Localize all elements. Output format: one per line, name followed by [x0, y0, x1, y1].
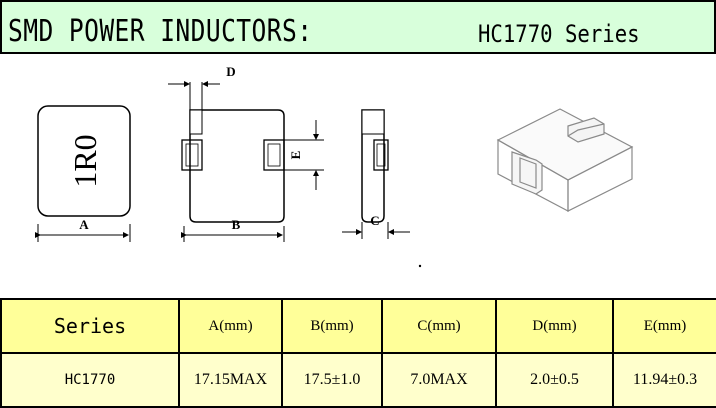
dim-label-e: E: [288, 151, 303, 160]
isometric-view: [496, 108, 634, 212]
cell-b: 17.5±1.0: [281, 352, 383, 408]
front-view: D E B: [168, 64, 324, 242]
dim-label-a: A: [79, 217, 89, 232]
header-cell-b: B(mm): [281, 298, 383, 354]
dim-label-c: C: [370, 213, 379, 228]
side-view: C: [342, 109, 422, 268]
dimension-drawing: 1R0 A D E: [35, 64, 634, 268]
header-cell-a: A(mm): [178, 298, 283, 354]
table-header-row: Series A(mm) B(mm) C(mm) D(mm) E(mm): [0, 298, 716, 354]
cell-series: HC1770: [0, 352, 180, 408]
cell-e: 11.94±0.3: [612, 352, 716, 408]
header-cell-c: C(mm): [381, 298, 497, 354]
header-bar: SMD POWER INDUCTORS: HC1770 Series: [0, 0, 716, 54]
header-cell-series: Series: [0, 298, 180, 354]
dim-label-b: B: [232, 217, 241, 232]
spec-table: Series A(mm) B(mm) C(mm) D(mm) E(mm) HC1…: [0, 298, 716, 408]
cell-a: 17.15MAX: [178, 352, 283, 408]
series-title: HC1770 Series: [478, 20, 640, 48]
dim-label-d: D: [226, 64, 235, 79]
marking-text: 1R0: [67, 134, 103, 187]
page-title: SMD POWER INDUCTORS:: [8, 14, 313, 49]
header-cell-e: E(mm): [612, 298, 716, 354]
top-view: 1R0 A: [35, 105, 131, 242]
table-row: HC1770 17.15MAX 17.5±1.0 7.0MAX 2.0±0.5 …: [0, 352, 716, 408]
cell-c: 7.0MAX: [381, 352, 497, 408]
header-cell-d: D(mm): [495, 298, 614, 354]
cell-d: 2.0±0.5: [495, 352, 614, 408]
